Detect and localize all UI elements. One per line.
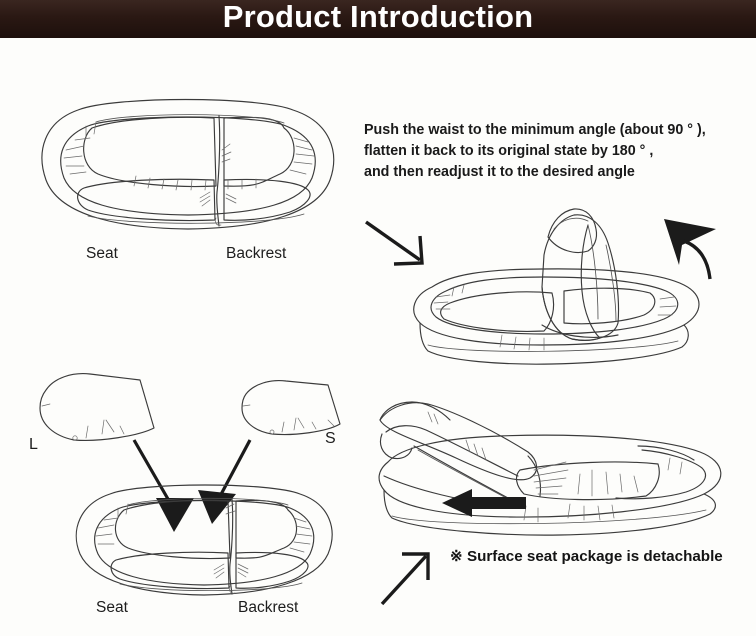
angle-adjustment-instructions: Push the waist to the minimum angle (abo… <box>364 122 706 180</box>
header-bar: Product Introduction <box>0 0 756 38</box>
cover-label-small: S <box>325 430 336 447</box>
assembled-sofa-top-view <box>18 92 358 242</box>
push-down-arrow-icon <box>362 216 452 276</box>
cover-small-shape <box>232 376 352 448</box>
flatten-direction-arrow-icon <box>438 487 548 523</box>
cover-large-shape <box>28 370 168 450</box>
assembled-sofa-bottom-view <box>58 478 348 603</box>
cover-to-seat-arrow-icon <box>130 438 240 538</box>
label-backrest-bottom: Backrest <box>238 599 299 616</box>
label-backrest-top: Backrest <box>226 245 287 262</box>
detachable-note: ※ Surface seat package is detachable <box>450 548 723 565</box>
rotate-back-arrow-icon <box>612 203 722 293</box>
page-title: Product Introduction <box>222 0 534 34</box>
label-seat-top: Seat <box>86 245 118 262</box>
cover-label-large: L <box>29 436 38 453</box>
note-pointer-arrow-icon <box>376 548 448 610</box>
label-seat-bottom: Seat <box>96 599 128 616</box>
flattened-sofa <box>370 366 750 541</box>
sofa-backrest-raised <box>392 195 722 365</box>
